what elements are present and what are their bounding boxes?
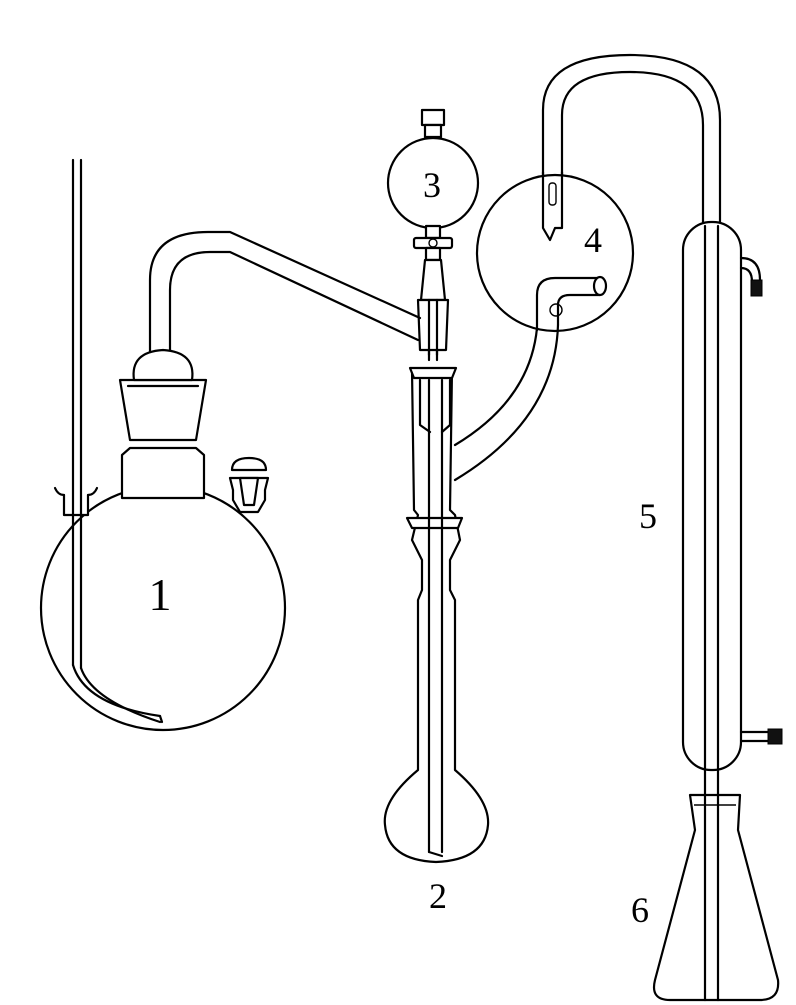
label-2: 2	[429, 876, 447, 916]
connecting-tube-4-2	[453, 326, 539, 447]
flask-2	[383, 366, 490, 864]
label-1: 1	[149, 569, 172, 620]
flask-1	[39, 158, 287, 732]
condenser-5	[541, 53, 783, 1002]
label-3: 3	[423, 165, 441, 205]
label-5: 5	[639, 496, 657, 536]
receiver-flask-6	[652, 793, 780, 1002]
adapter-head	[416, 298, 450, 352]
label-6: 6	[631, 890, 649, 930]
transfer-tube-1-2	[148, 230, 422, 357]
label-4: 4	[584, 220, 602, 260]
bulb-4	[475, 170, 635, 333]
